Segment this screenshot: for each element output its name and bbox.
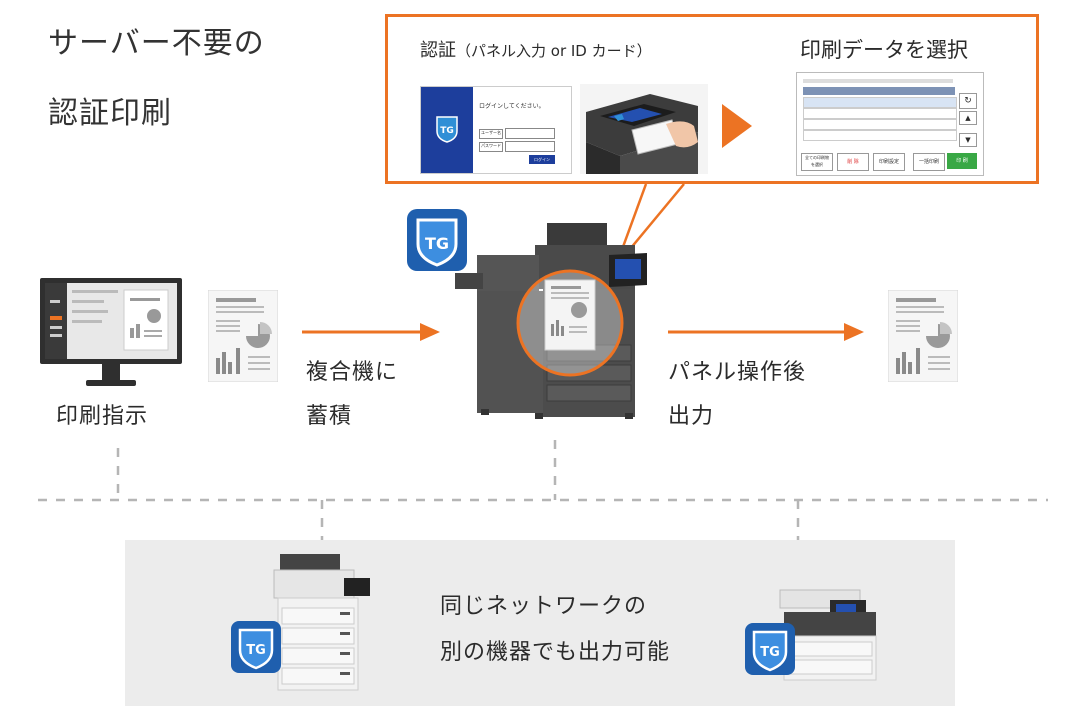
pc-monitor-illustration: [40, 278, 182, 386]
network-device-left: [273, 554, 370, 691]
pc-label: 印刷指示: [56, 404, 149, 429]
job-row[interactable]: [803, 108, 957, 119]
network-text-1: 同じネットワークの: [440, 594, 648, 619]
output-document-icon: [888, 290, 958, 382]
refresh-icon[interactable]: ↻: [959, 93, 977, 109]
job-row[interactable]: [803, 130, 957, 141]
store-label-1: 複合機に: [306, 360, 399, 385]
user-input[interactable]: [505, 128, 555, 139]
document-icon: [208, 290, 278, 382]
select-heading: 印刷データを選択: [800, 38, 968, 62]
svg-text:TG: TG: [440, 126, 454, 136]
scroll-up-icon[interactable]: ▲: [959, 111, 977, 125]
select-all-button[interactable]: 全ての印刷物を選択: [801, 153, 833, 171]
tg-shield-icon: TG: [436, 116, 458, 143]
tg-badge-icon: TG: [407, 209, 467, 271]
select-all-label-2: を選択: [811, 162, 823, 167]
login-prompt: ログインしてください。: [479, 103, 545, 110]
password-label: パスワード: [479, 142, 503, 152]
login-button[interactable]: ログイン: [529, 155, 555, 164]
tg-badge-right-icon: TG: [745, 623, 795, 675]
store-label-2: 蓄積: [306, 404, 353, 429]
svg-text:TG: TG: [425, 234, 449, 253]
flow-arrow-store: [302, 323, 440, 341]
page-title: サーバー不要の: [48, 26, 265, 61]
job-header-line: [803, 79, 953, 83]
print-settings-button[interactable]: 印刷設定: [873, 153, 905, 171]
select-all-label-1: 全ての印刷物: [805, 155, 829, 160]
callout-arrow-icon: [722, 104, 752, 148]
svg-text:TG: TG: [760, 645, 780, 660]
auth-heading-sub: （パネル入力 or ID カード）: [456, 42, 652, 60]
job-table-header: [803, 87, 955, 95]
network-device-right: [779, 589, 877, 681]
tg-badge-left-icon: TG: [231, 621, 281, 673]
svg-text:TG: TG: [246, 643, 266, 658]
page-subtitle: 認証印刷: [48, 96, 172, 131]
auth-heading-main: 認証: [420, 40, 456, 61]
delete-button[interactable]: 削 除: [837, 153, 869, 171]
print-button[interactable]: 印 刷: [947, 153, 977, 169]
login-screen: TG ログインしてください。 ユーザー名 パスワード ログイン: [420, 86, 572, 174]
output-label-1: パネル操作後: [668, 360, 807, 385]
flow-arrow-output: [668, 323, 864, 341]
card-reader-illustration: [580, 84, 708, 174]
stored-document-highlight: [516, 269, 624, 377]
output-label-2: 出力: [668, 404, 715, 429]
scroll-down-icon[interactable]: ▼: [959, 133, 977, 147]
password-input[interactable]: [505, 141, 555, 152]
network-text-2: 別の機器でも出力可能: [440, 640, 671, 665]
job-row-selected[interactable]: [803, 97, 957, 108]
job-select-screen: ↻ ▲ ▼ 全ての印刷物を選択 削 除 印刷設定 一括印刷 印 刷: [796, 72, 984, 176]
auth-heading: 認証（パネル入力 or ID カード）: [420, 36, 652, 62]
job-row[interactable]: [803, 119, 957, 130]
batch-print-button[interactable]: 一括印刷: [913, 153, 945, 171]
user-label: ユーザー名: [479, 129, 503, 139]
